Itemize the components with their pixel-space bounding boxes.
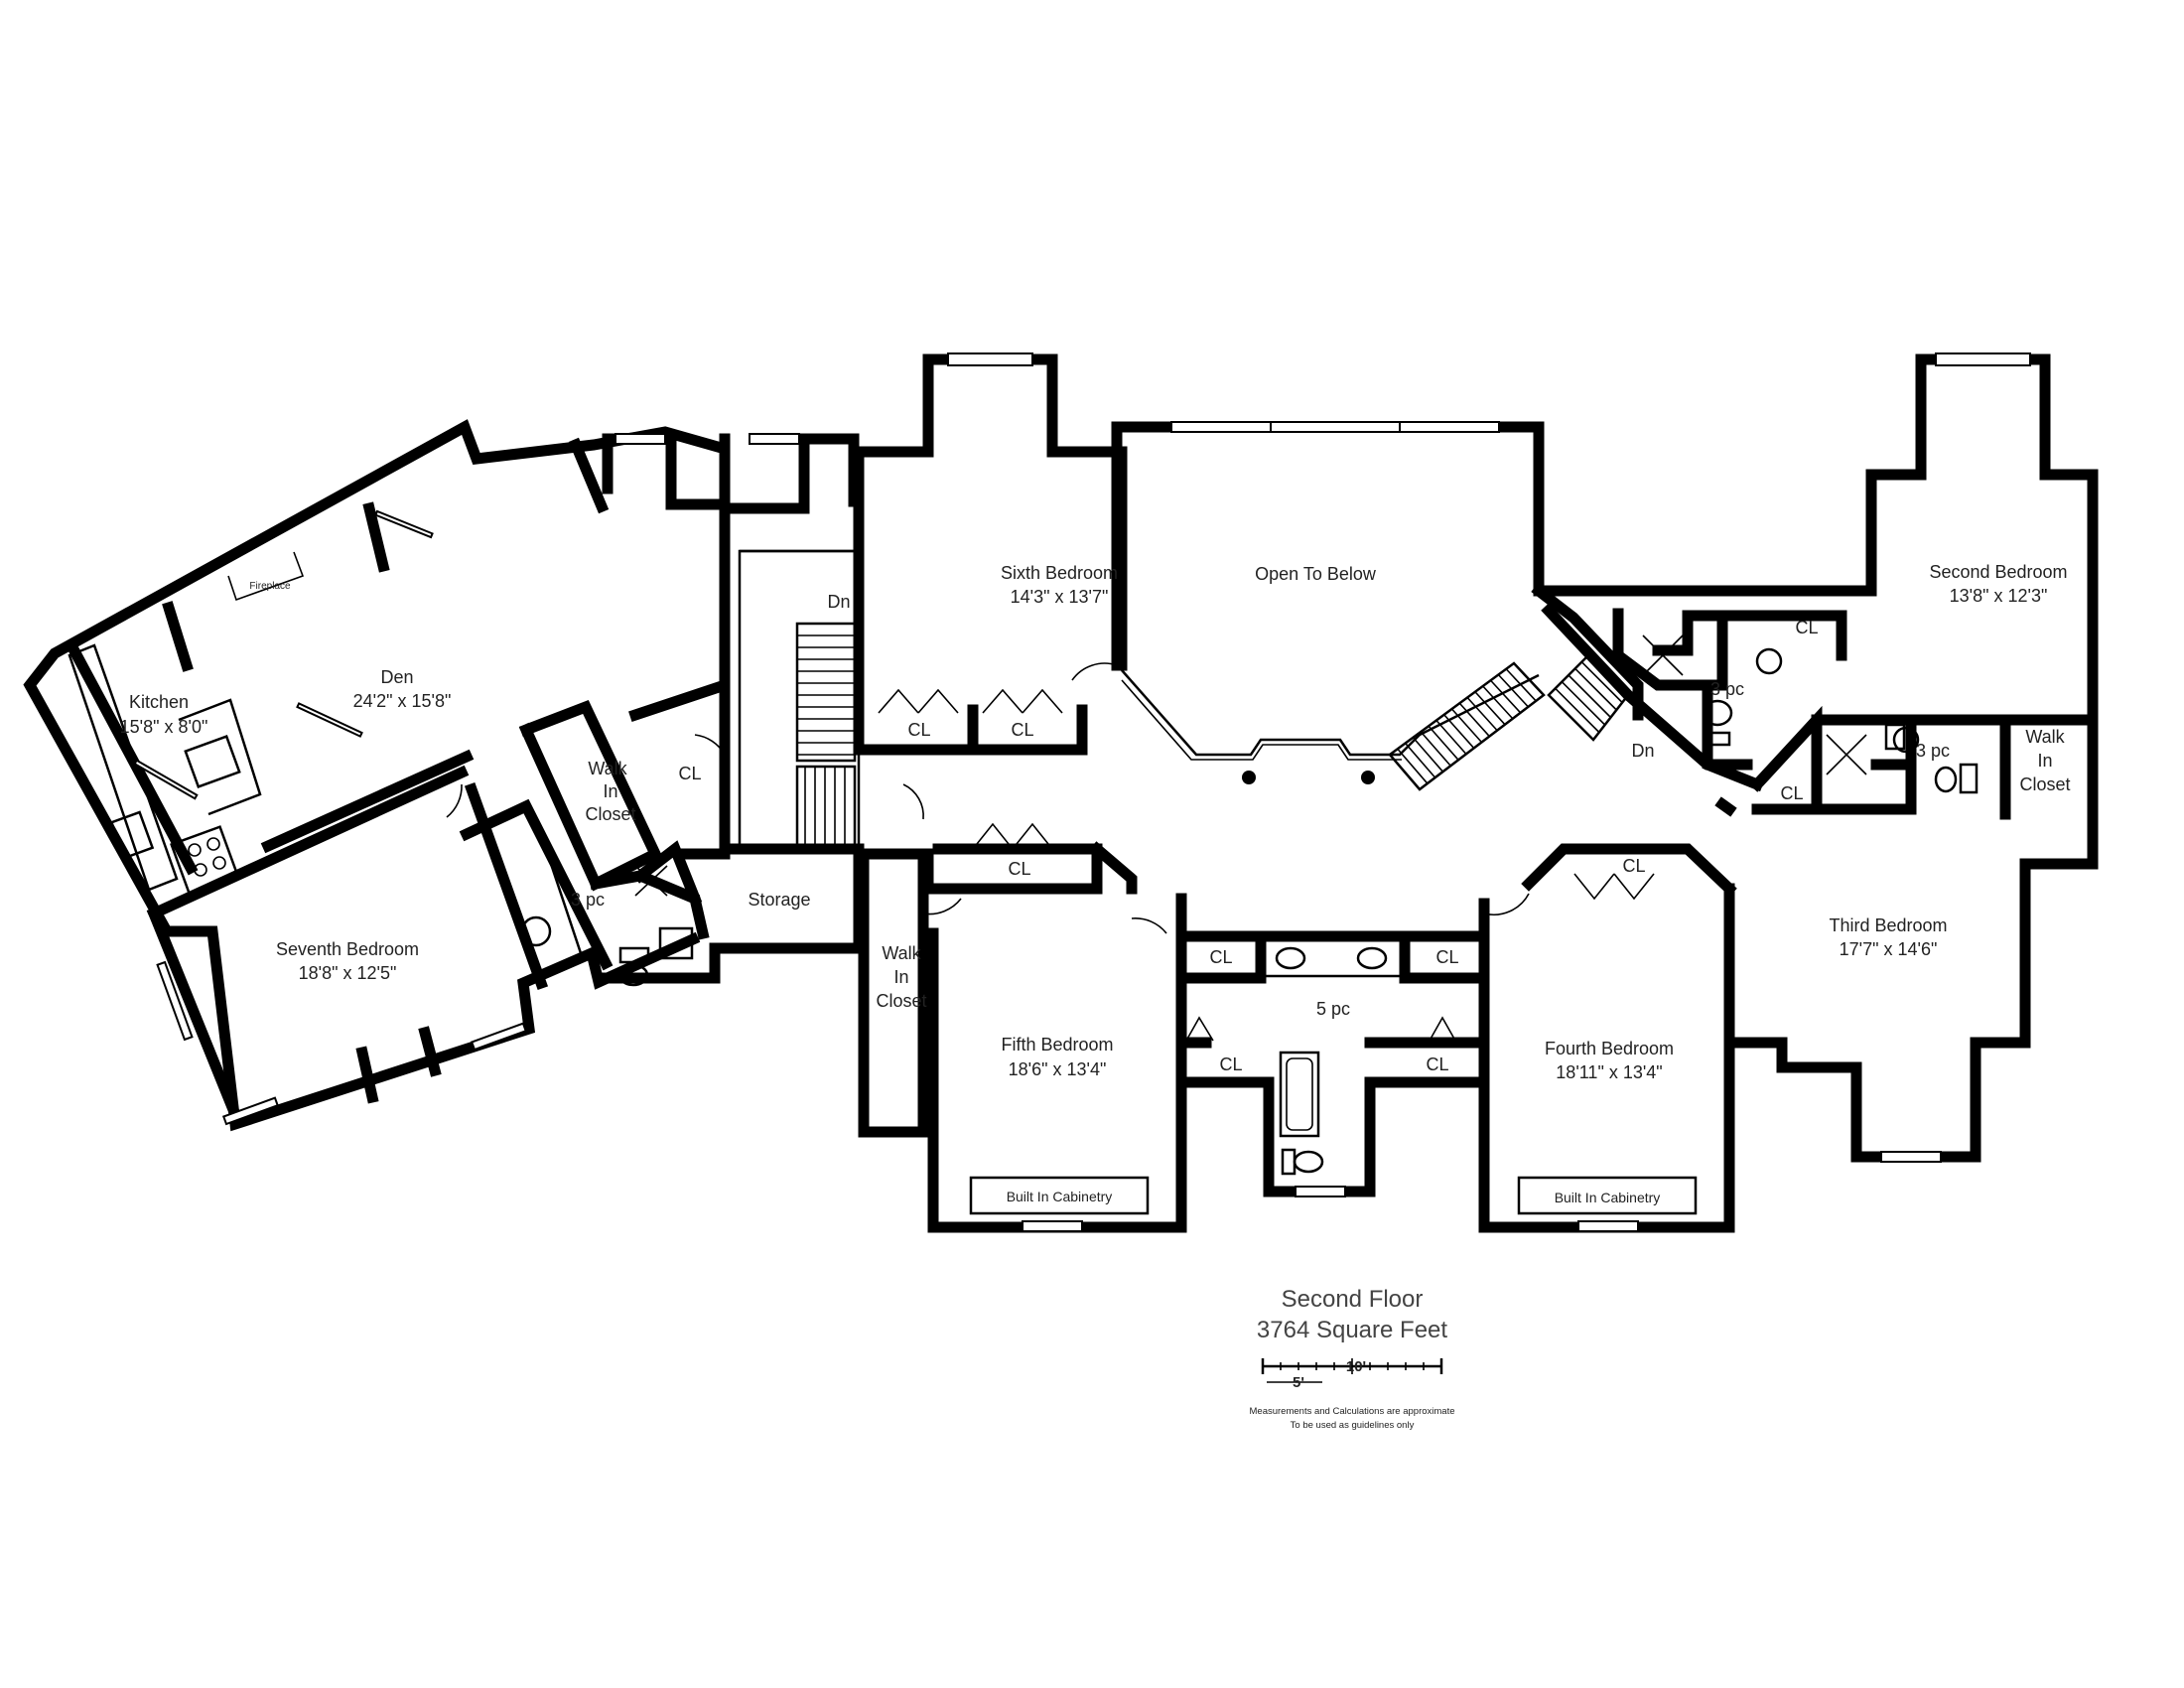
door-swings: [446, 662, 1530, 934]
left-stair: [795, 622, 857, 848]
fourth-cabinetry-label: Built In Cabinetry: [1555, 1190, 1661, 1205]
bath-mid-label: 5 pc: [1316, 999, 1350, 1019]
walk-in-closet-left-l1: Walk: [588, 759, 627, 778]
center-walls: [598, 353, 1737, 1233]
windows: [133, 352, 2031, 1232]
fifth-bedroom-size: 18'6" x 13'4": [1009, 1059, 1107, 1079]
sixth-cl-1: CL: [907, 720, 930, 740]
sixth-cl-2: CL: [1011, 720, 1033, 740]
scale-bar: 5' 10': [1261, 1358, 1443, 1391]
closet-doors: [878, 688, 1655, 1042]
kitchen-size: 15'8" x 8'0": [120, 717, 208, 737]
second-bedroom-size: 13'8" x 12'3": [1950, 586, 2048, 606]
disclaimer-line-1: Measurements and Calculations are approx…: [1250, 1406, 1455, 1417]
fifth-cabinetry-label: Built In Cabinetry: [1007, 1189, 1113, 1204]
right-stair: [1388, 653, 1630, 791]
cl-right-small-label: CL: [1780, 783, 1803, 803]
stair-left-dn: Dn: [827, 592, 850, 612]
bath-mid-cl-2: CL: [1435, 947, 1458, 967]
open-to-below-label: Open To Below: [1255, 564, 1377, 584]
kitchen-fixtures: [68, 551, 305, 895]
walk-in-closet-mid-l2: In: [893, 967, 908, 987]
scale-label-10: 10': [1346, 1358, 1366, 1375]
hall-cl-label: CL: [1008, 859, 1030, 879]
bath-mid-cl-3: CL: [1219, 1055, 1242, 1074]
den-name: Den: [380, 667, 413, 687]
third-bedroom-size: 17'7" x 14'6": [1840, 939, 1938, 959]
den-size: 24'2" x 15'8": [353, 691, 452, 711]
third-bedroom-name: Third Bedroom: [1829, 915, 1947, 935]
cabinetry: [969, 1176, 1698, 1215]
second-bedroom-name: Second Bedroom: [1929, 562, 2067, 582]
bath-mid-fixtures: [1259, 938, 1407, 1176]
seventh-bedroom-name: Seventh Bedroom: [276, 939, 419, 959]
sixth-bedroom-name: Sixth Bedroom: [1001, 563, 1118, 583]
bath-mid-cl-4: CL: [1426, 1055, 1448, 1074]
fourth-bedroom-name: Fourth Bedroom: [1545, 1039, 1674, 1058]
walk-in-closet-mid-l3: Closet: [876, 991, 926, 1011]
left-wing-walls: [23, 419, 731, 1132]
stair-right-dn: Dn: [1631, 741, 1654, 761]
walk-in-closet-left-l3: Closet: [585, 804, 635, 824]
kitchen-name: Kitchen: [129, 692, 189, 712]
walk-in-closet-right-l3: Closet: [2019, 774, 2070, 794]
sixth-bedroom-size: 14'3" x 13'7": [1011, 587, 1109, 607]
bath-left-label: 3 pc: [571, 890, 605, 910]
left-closet-bath: [520, 833, 694, 987]
bath-right-label: 3 pc: [1916, 741, 1950, 761]
open-to-below-details: [1121, 669, 1540, 784]
right-wing-walls: [1531, 353, 2099, 1163]
walk-in-closet-mid-l1: Walk: [882, 943, 921, 963]
bath-upper-right-label: 3 pc: [1710, 679, 1744, 699]
right-fixtures: [1642, 634, 1979, 794]
disclaimer: Measurements and Calculations are approx…: [1250, 1406, 1455, 1431]
fireplace-label: Fireplace: [249, 581, 291, 592]
storage-label: Storage: [748, 890, 810, 910]
walk-in-closet-right-l2: In: [2037, 751, 2052, 771]
bath-mid-cl-1: CL: [1209, 947, 1232, 967]
cl-left-label: CL: [678, 764, 701, 783]
room-labels: Kitchen 15'8" x 8'0" Den 24'2" x 15'8" F…: [120, 562, 2071, 1205]
disclaimer-line-2: To be used as guidelines only: [1291, 1420, 1415, 1431]
cl-upper-right-label: CL: [1795, 618, 1818, 637]
fifth-bedroom-name: Fifth Bedroom: [1001, 1035, 1113, 1055]
walk-in-closet-left-l2: In: [603, 781, 617, 801]
fourth-bedroom-size: 18'11" x 13'4": [1556, 1062, 1662, 1082]
floor-title: Second Floor: [1282, 1286, 1424, 1313]
floor-area: 3764 Square Feet: [1257, 1317, 1447, 1343]
title-block: Second Floor 3764 Square Feet: [1257, 1286, 1447, 1343]
walk-in-closet-right-l1: Walk: [2025, 727, 2065, 747]
scale-label-5: 5': [1293, 1374, 1304, 1391]
fourth-cl-label: CL: [1622, 856, 1645, 876]
seventh-bedroom-size: 18'8" x 12'5": [299, 963, 397, 983]
